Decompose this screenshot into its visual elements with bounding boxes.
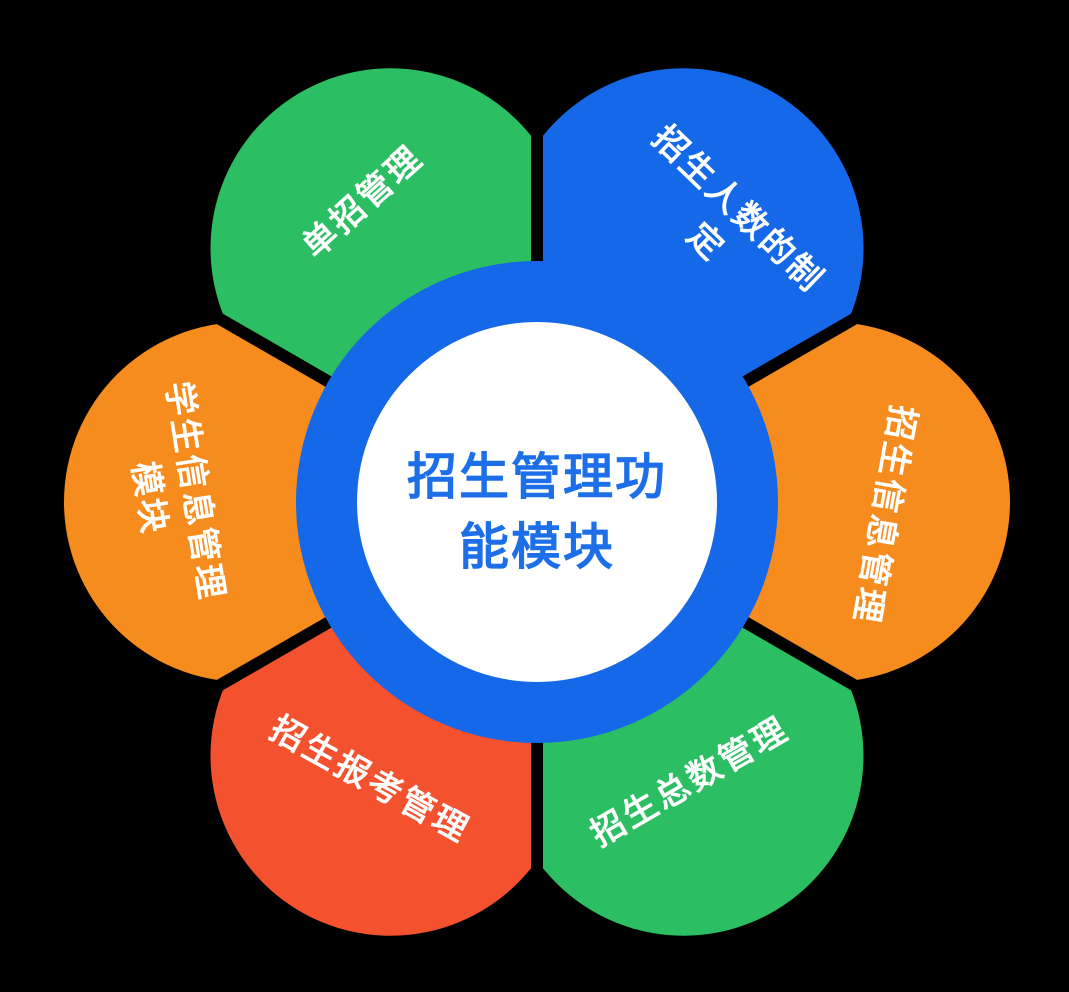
center-disc bbox=[357, 322, 717, 682]
center-title-line2: 能模块 bbox=[459, 518, 615, 576]
center-title: 招生管理功 能模块 bbox=[407, 442, 667, 582]
center-title-line1: 招生管理功 bbox=[407, 448, 667, 506]
